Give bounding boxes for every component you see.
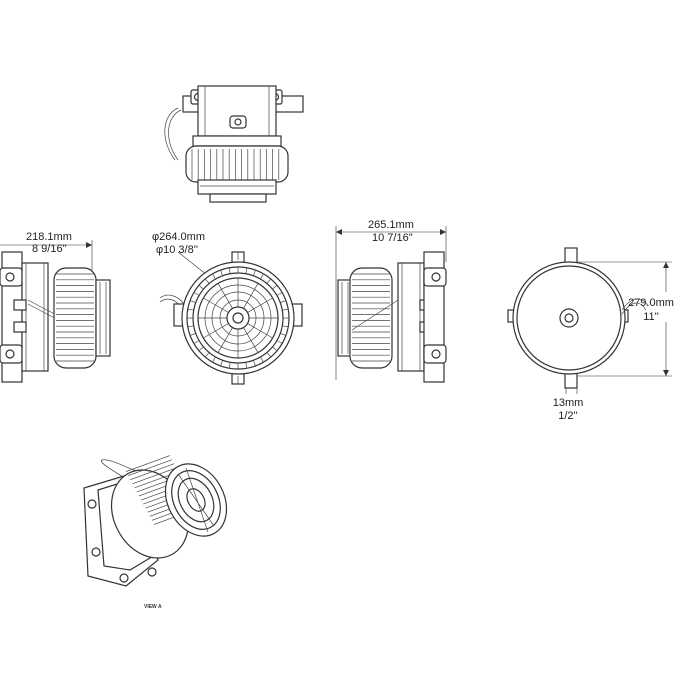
fin-tick	[282, 325, 289, 328]
iso-view-caption: VIEW A	[144, 604, 162, 610]
fin-tick	[260, 356, 264, 363]
grille-spoke	[217, 327, 233, 353]
fin-tick	[193, 340, 200, 344]
fin-tick	[253, 269, 256, 276]
front-view-guard-grille	[187, 267, 289, 369]
fin-tick	[212, 356, 216, 363]
depth-imperial-label: 10 7/16''	[372, 232, 413, 244]
fin-tick	[228, 362, 231, 369]
grille-spoke	[203, 297, 229, 313]
isometric-view	[83, 455, 228, 587]
right-side-view	[335, 226, 447, 383]
front-view	[159, 251, 303, 385]
fin-tick	[204, 278, 210, 284]
grille-ring	[204, 284, 272, 352]
lens-imperial-label: φ10 3/8''	[156, 244, 198, 256]
fin-tick	[193, 292, 200, 296]
grille-spoke	[203, 323, 229, 339]
fin-tick	[266, 352, 272, 358]
fin-tick	[245, 267, 248, 274]
fin-tick	[187, 308, 194, 311]
fin-tick	[220, 360, 223, 367]
fin-tick	[253, 360, 256, 367]
fin-tick	[276, 292, 283, 296]
right-view-fins	[352, 273, 390, 362]
top-view-fins	[191, 149, 280, 180]
height-imperial-label: 11''	[643, 311, 659, 323]
fin-tick	[189, 300, 196, 303]
left-side-view	[0, 240, 111, 383]
fin-tick	[276, 340, 283, 344]
fin-tick	[245, 362, 248, 369]
fin-tick	[189, 333, 196, 336]
grille-spoke	[243, 327, 259, 353]
fin-tick	[282, 308, 289, 311]
left-view-fins	[56, 273, 94, 362]
lens-metric-label: φ264.0mm	[152, 231, 205, 243]
height-metric-label: 279.0mm	[628, 297, 674, 309]
tab-imperial-label: 1/2''	[558, 410, 578, 422]
fin-tick	[204, 352, 210, 358]
width-metric-label: 218.1mm	[26, 231, 72, 243]
fin-tick	[228, 267, 231, 274]
fin-line	[130, 463, 175, 481]
fin-line	[132, 467, 177, 485]
fin-tick	[266, 278, 272, 284]
grille-spoke	[243, 283, 259, 309]
width-imperial-label: 8 9/16''	[32, 243, 67, 255]
fin-tick	[212, 273, 216, 280]
top-view	[164, 85, 304, 203]
fin-tick	[272, 346, 278, 352]
back-view	[507, 247, 672, 394]
grille-spoke	[217, 283, 233, 309]
fin-tick	[280, 300, 287, 303]
grille-spoke	[247, 323, 273, 339]
fin-tick	[220, 269, 223, 276]
grille-ring	[219, 299, 257, 337]
fin-tick	[198, 346, 204, 352]
fin-tick	[272, 284, 278, 290]
fin-tick	[198, 284, 204, 290]
fin-tick	[280, 333, 287, 336]
fin-tick	[187, 325, 194, 328]
depth-metric-label: 265.1mm	[368, 219, 414, 231]
grille-spoke	[247, 297, 273, 313]
grille-ring	[211, 291, 265, 345]
fin-tick	[260, 273, 264, 280]
fin-line	[127, 459, 173, 476]
tab-metric-label: 13mm	[553, 397, 584, 409]
fin-line	[125, 455, 171, 472]
